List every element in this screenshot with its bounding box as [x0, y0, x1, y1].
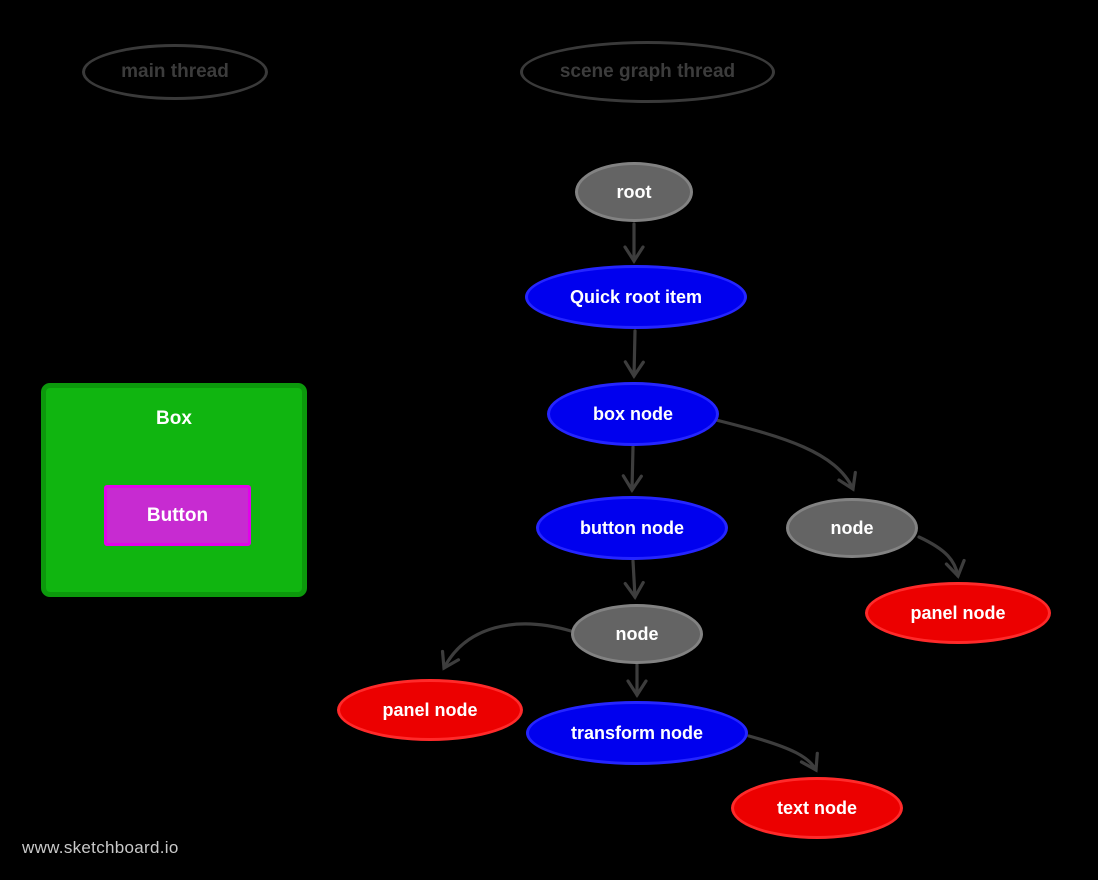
node-text-node[interactable]: text node	[731, 777, 903, 839]
edge-button-node-to-node-center	[623, 559, 645, 600]
node-center-label: node	[615, 623, 659, 644]
edge-quick-root-item-to-box-node	[623, 329, 645, 379]
box-shape-label: Box	[156, 408, 192, 429]
edge-node-right-to-panel-node-right	[917, 535, 966, 579]
node-panel-node-left[interactable]: panel node	[337, 679, 523, 741]
edge-box-node-to-node-right	[714, 418, 857, 492]
node-right-label: node	[830, 517, 874, 538]
node-transform-node-label: transform node	[570, 722, 703, 743]
node-button-node[interactable]: button node	[536, 496, 728, 560]
edge-transform-node-to-text-node	[747, 734, 819, 773]
button-shape[interactable]: Button	[104, 485, 251, 546]
node-panel-node-left-label: panel node	[382, 699, 478, 720]
node-transform-node[interactable]: transform node	[526, 701, 748, 765]
scene-graph-thread-label: scene graph thread	[559, 61, 736, 82]
edge-node-center-to-panel-node-left	[440, 622, 573, 671]
node-box-node[interactable]: box node	[547, 382, 719, 446]
sketchboard-watermark: www.sketchboard.io	[22, 838, 179, 857]
node-button-node-label: button node	[580, 517, 684, 538]
node-root-label: root	[616, 181, 652, 202]
edge-box-node-to-button-node	[621, 445, 643, 493]
node-root[interactable]: root	[575, 162, 693, 222]
node-center[interactable]: node	[571, 604, 703, 664]
node-quick-root-item[interactable]: Quick root item	[525, 265, 747, 329]
node-text-node-label: text node	[776, 797, 857, 818]
main-thread-ellipse[interactable]: main thread	[82, 44, 268, 100]
node-panel-node-right-label: panel node	[910, 602, 1006, 623]
node-quick-root-item-label: Quick root item	[569, 286, 703, 307]
main-thread-label: main thread	[121, 61, 229, 82]
button-shape-label: Button	[146, 504, 209, 526]
node-right[interactable]: node	[786, 498, 918, 558]
node-box-node-label: box node	[593, 403, 673, 424]
scene-graph-thread-ellipse[interactable]: scene graph thread	[520, 41, 775, 103]
node-panel-node-right[interactable]: panel node	[865, 582, 1051, 644]
box-shape[interactable]: Box Button	[41, 383, 307, 597]
